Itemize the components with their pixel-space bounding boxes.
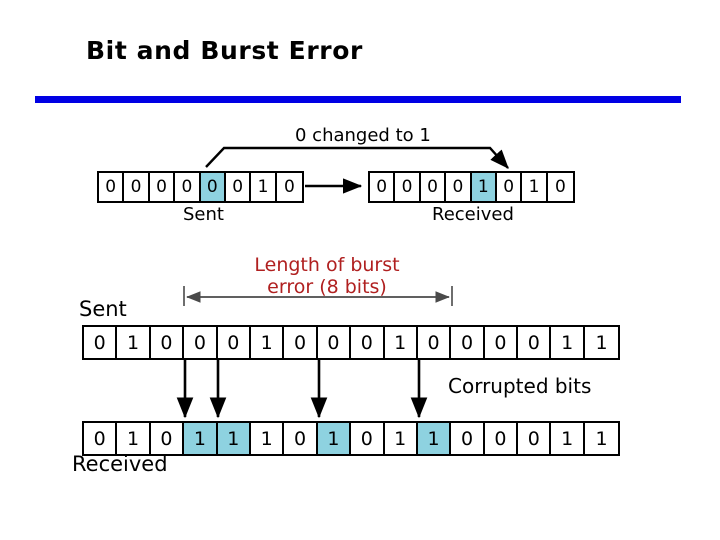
received-burst-bit-cell: 0 [284, 423, 318, 454]
sent-burst-bit-cell: 0 [484, 327, 519, 358]
received-burst-bit-cell: 1 [184, 423, 218, 454]
received-single-bit-cell: 0 [395, 173, 421, 201]
received-burst-bit-cell: 1 [317, 423, 352, 454]
changed-bit-arrow [205, 146, 509, 169]
sent-burst-bit-cell: 1 [117, 327, 151, 358]
sent-burst-bit-cell: 0 [217, 327, 251, 358]
received-burst-bit-cell: 0 [518, 423, 552, 454]
received-single-bit-cell: 0 [446, 173, 472, 201]
received-burst-bit-cell: 0 [150, 423, 185, 454]
sent-single-bit-cell: 1 [251, 173, 277, 201]
received-burst-bit-cell: 0 [84, 423, 118, 454]
received-burst-bit-cell: 1 [250, 423, 285, 454]
received-label-burst: Received [72, 452, 168, 476]
received-burst-bit-cell: 1 [551, 423, 585, 454]
sent-burst-bit-cell: 0 [317, 327, 352, 358]
sent-single-bit-cell: 0 [276, 173, 303, 201]
sent-single-bit-cell: 0 [200, 173, 226, 201]
received-burst-bit-cell: 1 [117, 423, 151, 454]
sent-burst-bit-cell: 1 [384, 327, 418, 358]
sent-burst-bit-cell: 0 [351, 327, 385, 358]
burst-length-annotation: Length of burst error (8 bits) [254, 254, 400, 298]
sent-label-single: Sent [183, 204, 224, 225]
corruption-arrows [176, 358, 428, 419]
sent-burst-bit-cell: 0 [84, 327, 118, 358]
received-label-single: Received [432, 204, 514, 225]
title-divider [35, 96, 681, 103]
sent-burst-bit-cell: 0 [451, 327, 485, 358]
received-single-bit-cell: 0 [420, 173, 447, 201]
received-burst-bit-cell: 1 [384, 423, 418, 454]
sent-burst-bit-cell: 0 [518, 327, 552, 358]
received-single-bit-cell: 1 [522, 173, 548, 201]
sent-single-bit-cell: 0 [99, 173, 125, 201]
corrupted-bits-label: Corrupted bits [448, 374, 592, 398]
sent-burst-bit-cell: 1 [584, 327, 619, 358]
received-single-bit-cell: 1 [471, 173, 497, 201]
sent-single-bit-cell: 0 [124, 173, 150, 201]
received-burst-bit-cell: 1 [417, 423, 452, 454]
received-single-bit-cell: 0 [496, 173, 523, 201]
sent-burst-bit-cell: 0 [417, 327, 452, 358]
received-burst-bit-cell: 0 [451, 423, 485, 454]
sent-single-bit-cell: 0 [225, 173, 252, 201]
received-single-bit-cell: 0 [370, 173, 396, 201]
received-burst-bit-cell: 0 [351, 423, 385, 454]
received-burst-bit-cell: 1 [217, 423, 251, 454]
sent-burst-bit-cell: 0 [284, 327, 318, 358]
sent-label-burst: Sent [79, 297, 127, 321]
received-single-bit-cell: 0 [547, 173, 574, 201]
received-burst-bit-cell: 0 [484, 423, 519, 454]
sent-single-bit-cell: 0 [175, 173, 201, 201]
single-bit-annotation: 0 changed to 1 [295, 125, 431, 146]
received-burst-bit-cell: 1 [584, 423, 619, 454]
sent-single-bit-cell: 0 [149, 173, 176, 201]
sent-burst-bit-cell: 0 [184, 327, 218, 358]
sent-burst-bit-cell: 0 [150, 327, 185, 358]
sent-burst-bit-cell: 1 [250, 327, 285, 358]
page-title: Bit and Burst Error [86, 36, 363, 65]
sent-burst-bit-cell: 1 [551, 327, 585, 358]
